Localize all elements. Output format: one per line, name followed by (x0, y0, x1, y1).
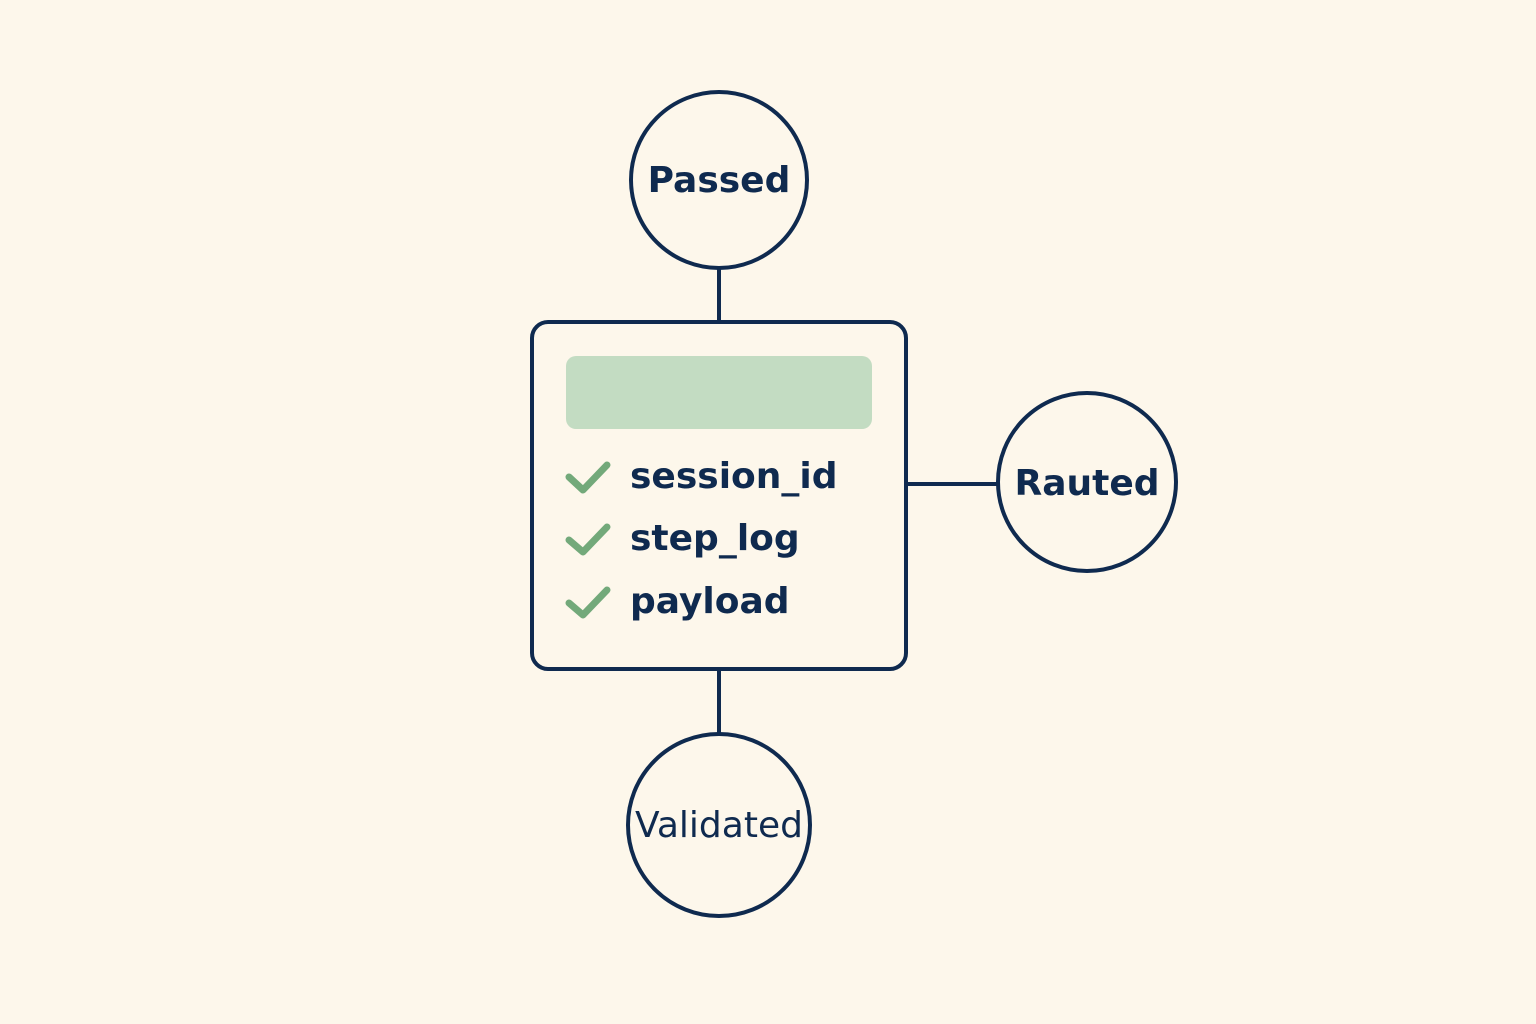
field-row-payload: payload (565, 581, 790, 622)
check-icon (565, 461, 611, 494)
node-rauted-circle (996, 391, 1178, 573)
node-validated-label: Validated (635, 805, 803, 846)
field-label-session-id: session_id (630, 456, 838, 497)
field-label-payload: payload (630, 581, 790, 622)
field-label-step-log: step_log (630, 518, 800, 559)
record-card-header-bar (566, 356, 872, 429)
node-rauted[interactable]: Rauted (996, 391, 1178, 573)
field-row-session-id: session_id (565, 456, 838, 497)
node-validated[interactable]: Validated (626, 732, 812, 918)
node-validated-circle (626, 732, 812, 918)
record-card[interactable]: session_id step_log payload (530, 320, 908, 671)
node-rauted-label: Rauted (1014, 463, 1159, 504)
check-icon (565, 523, 611, 556)
check-icon (565, 586, 611, 619)
node-passed-label: Passed (648, 160, 791, 201)
field-row-step-log: step_log (565, 518, 800, 559)
node-passed-circle (629, 90, 809, 270)
node-passed[interactable]: Passed (629, 90, 809, 270)
